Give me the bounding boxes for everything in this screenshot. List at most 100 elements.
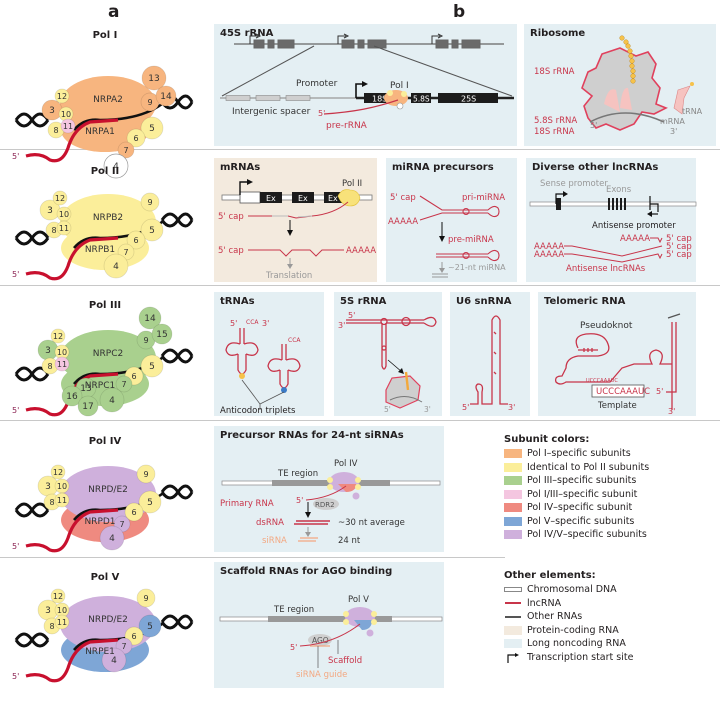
- subunit-6: [124, 502, 144, 522]
- te-region-label: TE region: [277, 469, 318, 479]
- row-divider: [0, 149, 720, 150]
- subunit-label: 11: [59, 224, 69, 233]
- label-25s: 25S: [461, 95, 476, 104]
- dsrna-label: dsRNA: [256, 518, 284, 528]
- subunit-7: [115, 375, 133, 393]
- subunit-5: [140, 354, 164, 378]
- panel-title: Ribosome: [530, 28, 586, 39]
- color-swatch: [504, 476, 522, 486]
- subunit-13: [141, 65, 167, 91]
- subunit-label: 6: [131, 372, 136, 381]
- rdr2-label: RDR2: [315, 501, 335, 509]
- polymerase-title: Pol V: [90, 572, 120, 583]
- five-prime-label: 5': [12, 542, 19, 551]
- rna-transcript: [25, 638, 119, 683]
- subunit-label: 14: [144, 314, 156, 324]
- translation-label: Translation: [265, 271, 312, 281]
- legend-item: Chromosomal DNA: [504, 583, 633, 597]
- three-prime-label: 3': [338, 321, 345, 330]
- subunit-12: [50, 588, 66, 604]
- pri-mirna-label: pri-miRNA: [462, 193, 505, 203]
- subunit-label: 12: [53, 592, 63, 601]
- legend-label: Pol IV–specific subunit: [527, 502, 633, 514]
- legend-label: lncRNA: [527, 597, 562, 609]
- lncrna-diagram: Sense promoter Exons Antisense promoter …: [529, 179, 697, 274]
- legend-label: Identical to Pol II subunits: [527, 461, 650, 473]
- five-prime-label: 5': [656, 387, 663, 396]
- color-swatch: [504, 639, 522, 649]
- legend-item: Pol IV–specific subunit: [504, 501, 649, 515]
- subunit-label: 13: [148, 74, 159, 84]
- color-swatch: [504, 530, 522, 540]
- large-subunit-label: NRPD/E2: [88, 615, 128, 625]
- polymerase-title: Pol I: [92, 30, 118, 41]
- legend-item: lncRNA: [504, 597, 633, 611]
- five-prime-label: 5': [348, 311, 355, 320]
- subunit-label: 11: [57, 360, 67, 369]
- subunit-11: [60, 118, 76, 134]
- subunit-label: 10: [57, 348, 67, 357]
- subunit-label: 5: [147, 622, 153, 632]
- subunit-label: 4: [109, 534, 115, 544]
- subunit-4: [103, 253, 129, 279]
- trnas-diagram: 5' CCA 3' CCA Anticodon triplets: [220, 319, 301, 416]
- other-line-icon: [504, 612, 522, 621]
- intergenic-spacer-label: Intergenic spacer: [232, 107, 311, 117]
- subunit-label: 9: [147, 98, 152, 107]
- subunit-label: 12: [53, 332, 63, 341]
- subunit-label: 10: [61, 110, 71, 119]
- exon-label: Ex: [298, 194, 308, 203]
- mrna-label: mRNA: [660, 117, 685, 126]
- subunit-6: [126, 230, 146, 250]
- legend-label: Pol III–specific subunits: [527, 475, 637, 487]
- label-18s: 18S: [372, 95, 387, 104]
- five-prime-cap-label: 5' cap: [390, 193, 416, 203]
- label-5-8s-rrna: 5.8S rRNA: [534, 116, 577, 126]
- five-prime-label: 5': [230, 319, 237, 328]
- subunit-label: 3: [45, 346, 51, 356]
- large-subunit-label: NRPD/E2: [88, 485, 128, 495]
- panel-24nt-sirna-precursors: Precursor RNAs for 24-nt siRNAs RDR2 TE …: [214, 426, 444, 552]
- subunit-label: 4: [111, 656, 117, 666]
- legend-label: Transcription start site: [527, 651, 634, 663]
- column-label-a: a: [108, 2, 120, 22]
- legend-label: Pol I–specific subunits: [527, 448, 631, 460]
- large-subunit-label: NRPC2: [93, 349, 123, 359]
- subunit-4: [101, 647, 127, 673]
- panel-title: Precursor RNAs for 24-nt siRNAs: [220, 430, 404, 441]
- small-subunit-label: NRPD1: [84, 517, 115, 527]
- subunit-label: 4: [113, 162, 119, 172]
- template-sequence: UCCCAAAUC: [596, 387, 650, 397]
- subunit-label: 9: [143, 594, 148, 603]
- panel-mirna-precursors: miRNA precursors 5' cap AAAAA pri-miRNA …: [386, 158, 517, 282]
- subunit-14: [138, 306, 162, 330]
- five-prime-label: 5': [590, 121, 597, 130]
- subunit-label: 9: [143, 336, 148, 345]
- subunit-label: 11: [57, 618, 67, 627]
- label-18s-rrna-2: 18S rRNA: [534, 127, 575, 137]
- panel-title: U6 snRNA: [456, 296, 512, 307]
- panel-5s-rrna: 5S rRNA 5' 3' 5' 3': [334, 292, 442, 416]
- five-prime-cap-label: 5' cap: [218, 212, 244, 222]
- legend-item: Identical to Pol II subunits: [504, 461, 649, 475]
- subunit-label: 9: [147, 198, 152, 207]
- subunit-label: 4: [113, 262, 119, 272]
- large-subunit-label: NRPA2: [93, 95, 123, 105]
- pre-mirna-label: pre-miRNA: [448, 235, 494, 245]
- subunit-label: 8: [49, 498, 54, 507]
- panel-title: Scaffold RNAs for AGO binding: [220, 566, 393, 577]
- panel-other-lncrnas: Diverse other lncRNAs Sense promoter Exo…: [526, 158, 697, 282]
- subunit-label: 7: [119, 520, 124, 529]
- legend-item: Other RNAs: [504, 610, 633, 624]
- subunit-label: 15: [156, 330, 167, 340]
- rna-transcript: [25, 508, 119, 553]
- panel-title: 5S rRNA: [340, 296, 387, 307]
- subunit-12: [50, 328, 66, 344]
- subunit-9: [140, 192, 160, 212]
- subunit-12: [52, 190, 68, 206]
- subunit-14: [155, 85, 177, 107]
- subunit-11: [54, 492, 70, 508]
- legend-item: Pol I–specific subunits: [504, 447, 649, 461]
